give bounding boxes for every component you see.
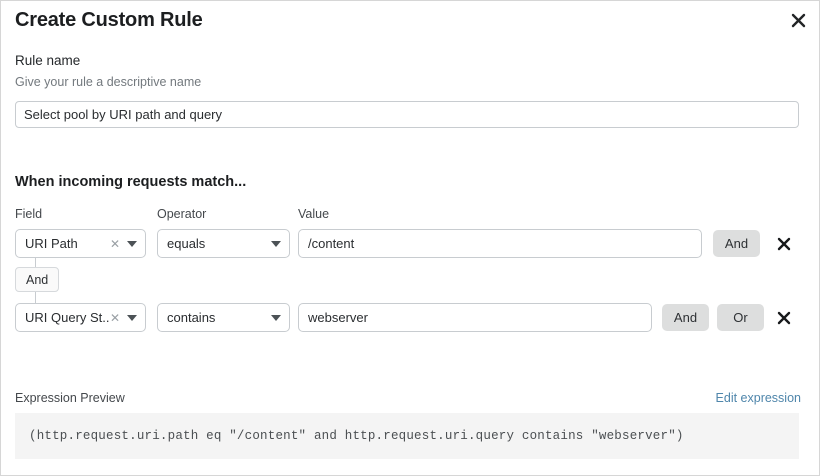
and-button-row-1[interactable]: And: [713, 230, 760, 257]
field-select-row-1[interactable]: URI Path ✕: [15, 229, 146, 258]
column-header-value: Value: [298, 207, 330, 221]
expression-preview-text: (http.request.uri.path eq "/content" and…: [29, 429, 684, 443]
expression-preview-box: (http.request.uri.path eq "/content" and…: [15, 413, 799, 459]
connector-line-top: [35, 258, 36, 270]
conditions-heading: When incoming requests match...: [15, 174, 247, 190]
remove-condition-row-2[interactable]: [773, 307, 795, 329]
group-connector-and-badge[interactable]: And: [15, 267, 60, 292]
operator-select-row-1[interactable]: equals: [157, 229, 290, 258]
column-header-field: Field: [15, 207, 43, 221]
edit-expression-link[interactable]: Edit expression: [715, 391, 801, 405]
operator-select-row-1-value: equals: [167, 236, 206, 251]
chevron-down-icon: [271, 314, 281, 321]
rule-name-help-text: Give your rule a descriptive name: [15, 75, 202, 89]
value-input-row-2[interactable]: [298, 303, 652, 332]
value-input-row-1[interactable]: [298, 229, 702, 258]
remove-condition-row-1[interactable]: [773, 233, 795, 255]
clear-icon[interactable]: ✕: [109, 236, 120, 251]
or-button-row-2[interactable]: Or: [717, 304, 764, 331]
chevron-down-icon: [127, 314, 137, 321]
expression-preview-label: Expression Preview: [15, 391, 125, 405]
connector-line-bottom: [35, 292, 36, 303]
field-select-row-2[interactable]: URI Query St... ✕: [15, 303, 146, 332]
close-icon[interactable]: [785, 7, 811, 33]
field-select-row-1-value: URI Path: [25, 236, 78, 251]
clear-icon[interactable]: ✕: [109, 310, 120, 325]
chevron-down-icon: [271, 240, 281, 247]
operator-select-row-2[interactable]: contains: [157, 303, 290, 332]
rule-name-label: Rule name: [15, 53, 81, 68]
page-title: Create Custom Rule: [15, 9, 203, 31]
chevron-down-icon: [127, 240, 137, 247]
rule-name-input[interactable]: [15, 101, 799, 128]
column-header-operator: Operator: [157, 207, 207, 221]
operator-select-row-2-value: contains: [167, 310, 216, 325]
field-select-row-2-value: URI Query St...: [25, 310, 110, 325]
and-button-row-2[interactable]: And: [662, 304, 709, 331]
